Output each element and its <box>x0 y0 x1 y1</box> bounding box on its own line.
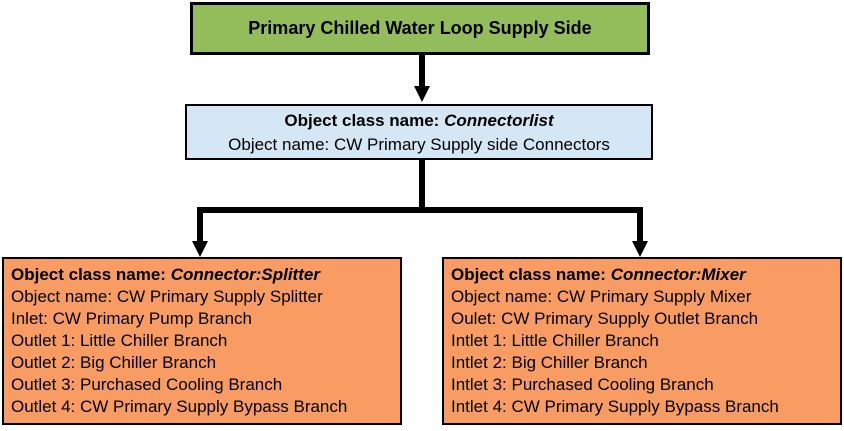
mixer-outlet: Oulet: CW Primary Supply Outlet Branch <box>451 309 759 328</box>
splitter-class-label: Object class name: <box>11 265 166 284</box>
splitter-outlet-3: Outlet 3: Purchased Cooling Branch <box>11 375 283 394</box>
splitter-outlet-1: Outlet 1: Little Chiller Branch <box>11 331 228 350</box>
arrow-list-branch-stem <box>419 160 425 213</box>
splitter-box: Object class name:Connector:Splitter Obj… <box>2 257 402 425</box>
arrow-title-to-list-stem <box>419 55 425 88</box>
arrow-to-mixer-head <box>632 241 648 257</box>
connector-list-class-label: Object class name: <box>284 111 440 130</box>
mixer-inlet-2: Intlet 2: Big Chiller Branch <box>451 353 648 372</box>
arrow-to-splitter-stem <box>197 207 203 243</box>
mixer-inlet-1: Intlet 1: Little Chiller Branch <box>451 331 659 350</box>
splitter-outlet-4: Outlet 4: CW Primary Supply Bypass Branc… <box>11 397 348 416</box>
splitter-outlet-2: Outlet 2: Big Chiller Branch <box>11 353 217 372</box>
mixer-class-label: Object class name: <box>451 265 606 284</box>
connector-list-box: Object class name:Connectorlist Object n… <box>185 104 653 160</box>
mixer-inlet-3: Intlet 3: Purchased Cooling Branch <box>451 375 714 394</box>
title-box: Primary Chilled Water Loop Supply Side <box>190 2 650 55</box>
arrow-to-mixer-stem <box>637 207 643 243</box>
arrow-title-to-list-head <box>414 86 430 102</box>
connector-list-class-name: Connectorlist <box>444 111 554 130</box>
mixer-object-name: Object name: CW Primary Supply Mixer <box>451 287 752 306</box>
mixer-inlet-4: Intlet 4: CW Primary Supply Bypass Branc… <box>451 397 779 416</box>
mixer-class-name: Connector:Mixer <box>610 265 746 284</box>
mixer-box: Object class name:Connector:Mixer Object… <box>442 257 842 425</box>
title-box-label: Primary Chilled Water Loop Supply Side <box>248 18 592 38</box>
arrow-to-splitter-head <box>192 241 208 257</box>
splitter-class-name: Connector:Splitter <box>170 265 320 284</box>
branch-horizontal-line <box>197 207 643 213</box>
splitter-object-name: Object name: CW Primary Supply Splitter <box>11 287 323 306</box>
splitter-inlet: Inlet: CW Primary Pump Branch <box>11 309 252 328</box>
connector-list-object-name: Object name: CW Primary Supply side Conn… <box>228 135 610 154</box>
